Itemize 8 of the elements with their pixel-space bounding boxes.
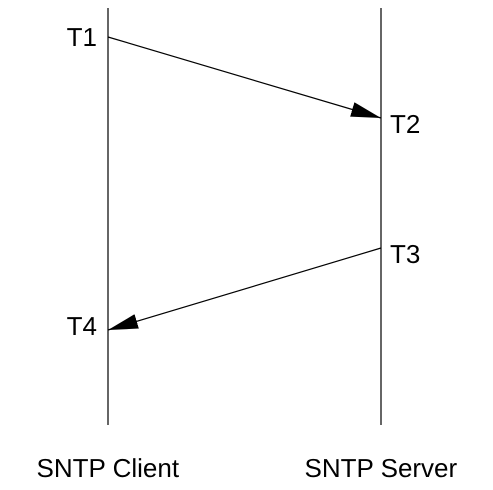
participant-label: SNTP Client bbox=[36, 452, 180, 484]
time-label: T3 bbox=[382, 238, 420, 270]
time-label: T2 bbox=[382, 108, 420, 140]
time-label: T1 bbox=[66, 21, 107, 53]
message-arrow bbox=[108, 247, 382, 331]
message-arrow bbox=[108, 36, 382, 119]
time-label: T4 bbox=[66, 310, 107, 342]
participant-label: SNTP Server bbox=[304, 452, 458, 484]
